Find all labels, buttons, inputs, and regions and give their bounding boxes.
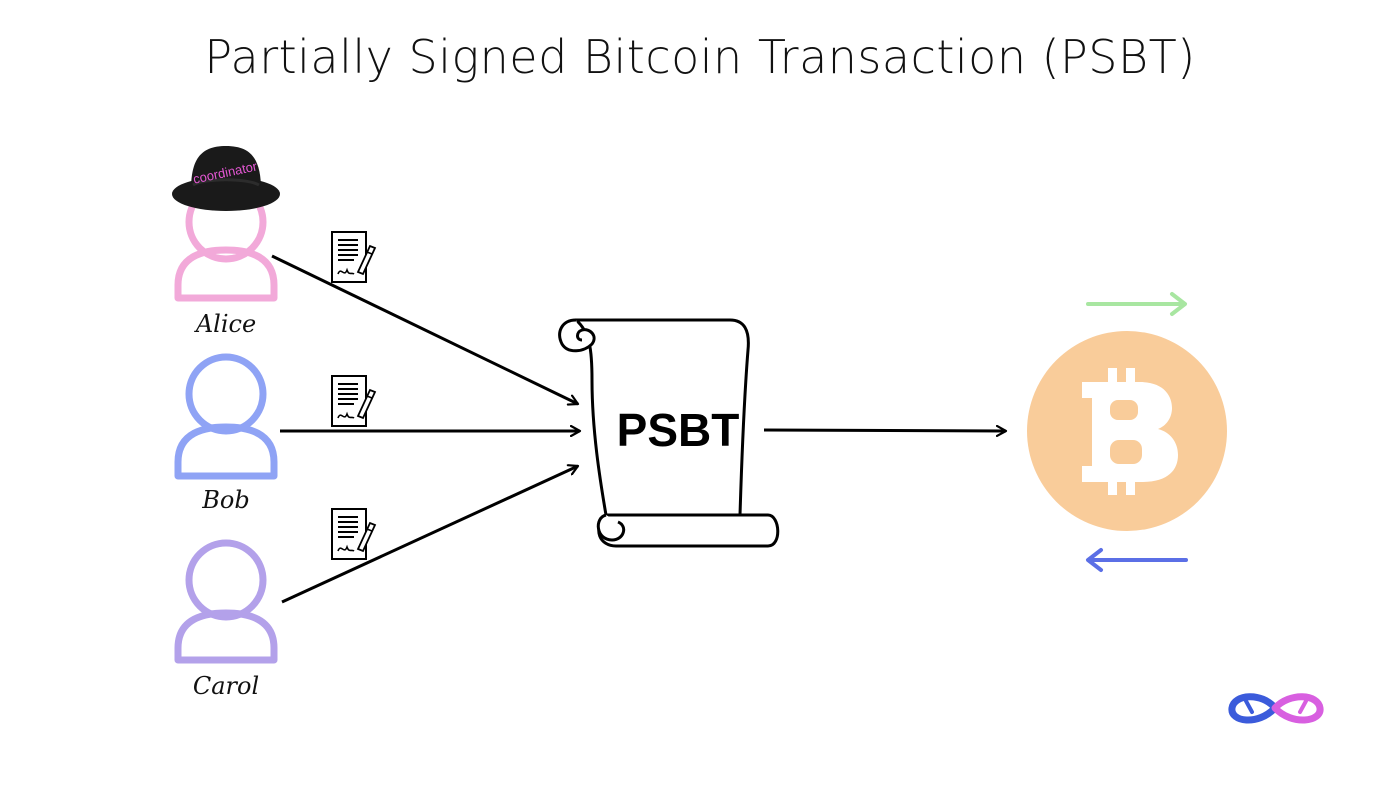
person-icon: [174, 539, 278, 664]
person-name-bob: Bob: [201, 486, 249, 514]
person-alice: coordinator Alice: [172, 146, 280, 338]
scroll-icon: [558, 318, 780, 548]
arrow-psbt-to-bitcoin: [763, 430, 1006, 431]
person-bob: Bob: [174, 353, 278, 514]
person-name-carol: Carol: [193, 672, 259, 700]
signed-document-icon: [331, 508, 377, 560]
person-name-alice: Alice: [194, 310, 256, 338]
signed-document-icon: [331, 375, 377, 427]
arrow-alice-to-psbt: [271, 254, 578, 404]
diagram-title: Partially Signed Bitcoin Transaction (PS…: [204, 30, 1196, 84]
coordinator-hat-icon: coordinator: [172, 146, 280, 211]
arrow-outgoing-icon: [1086, 292, 1187, 316]
arrow-carol-to-psbt: [281, 466, 578, 604]
infinity-logo-icon: [1228, 693, 1324, 724]
bitcoin-icon: [1027, 331, 1227, 531]
person-icon: [174, 353, 278, 480]
signed-document-icon: [331, 231, 377, 283]
arrow-incoming-icon: [1086, 548, 1188, 572]
psbt-document-label: PSBT: [617, 404, 740, 456]
person-carol: Carol: [174, 539, 278, 700]
